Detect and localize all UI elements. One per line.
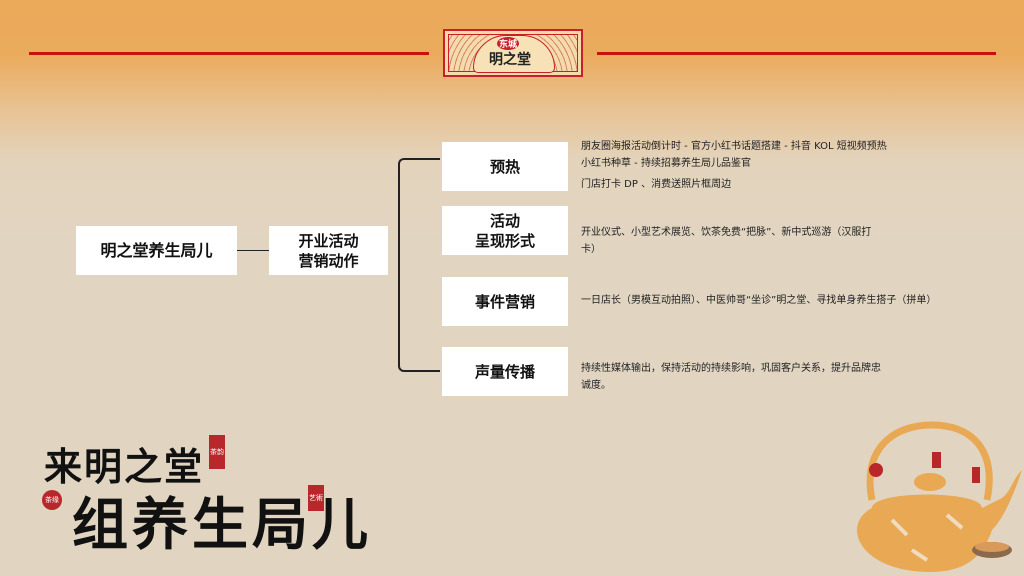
logo-subtitle: 东城 bbox=[497, 37, 520, 50]
branch-label-line1: 活动 bbox=[489, 211, 520, 230]
branch-desc-voice-spread: 持续性媒体输出，保持活动的持续影响，巩固客户关系，提升品牌忠 诚度。 bbox=[581, 360, 881, 394]
teapot-illustration bbox=[857, 421, 1022, 572]
desc-line: 持续性媒体输出，保持活动的持续影响，巩固客户关系，提升品牌忠 bbox=[581, 363, 881, 374]
root-node-label: 明之堂养生局儿 bbox=[100, 240, 213, 260]
desc-line: 开业仪式、小型艺术展览、饮茶免费“把脉”、新中式巡游（汉服打 bbox=[581, 227, 872, 238]
branch-desc-warmup: 朋友圈海报活动倒计时 - 官方小红书话题搭建 - 抖音 KOL 短视频预热 小红… bbox=[581, 138, 887, 193]
branch-bracket bbox=[398, 158, 440, 372]
branch-label: 预热 bbox=[489, 157, 520, 176]
desc-line: 朋友圈海报活动倒计时 - 官方小红书话题搭建 - 抖音 KOL 短视频预热 bbox=[581, 141, 887, 152]
middle-node-line1: 开业活动 bbox=[298, 231, 359, 250]
branch-label: 声量传播 bbox=[474, 362, 535, 381]
root-connector bbox=[237, 250, 269, 251]
seal-stamp-c: 茶缘 bbox=[42, 490, 62, 510]
branch-node-event-marketing: 事件营销 bbox=[442, 277, 568, 326]
branch-label: 事件营销 bbox=[474, 292, 535, 311]
logo-title: 明之堂 bbox=[489, 52, 531, 68]
seal-stamp-b: 艺術 bbox=[308, 485, 324, 511]
brand-logo: 东城 明之堂 bbox=[443, 29, 583, 77]
desc-line: 卡） bbox=[581, 244, 601, 255]
desc-line: 诚度。 bbox=[581, 380, 611, 391]
calligraphy-line2: 组养生局儿 bbox=[72, 492, 372, 558]
branch-node-voice-spread: 声量传播 bbox=[442, 347, 568, 396]
desc-line: 小红书种草 - 持续招募养生局儿品鉴官 bbox=[581, 158, 751, 169]
seal-stamp-a: 茶韵 bbox=[209, 435, 225, 469]
middle-node-line2: 营销动作 bbox=[298, 251, 359, 270]
branch-desc-event-marketing: 一日店长（男模互动拍照）、中医帅哥“坐诊”明之堂、寻找单身养生搭子（拼单） bbox=[581, 292, 936, 309]
root-node: 明之堂养生局儿 bbox=[76, 226, 237, 275]
branch-label-line2: 呈现形式 bbox=[474, 231, 535, 250]
header-rule-left bbox=[29, 52, 429, 55]
branch-node-activity-form: 活动 呈现形式 bbox=[442, 206, 568, 255]
header-rule-right bbox=[597, 52, 996, 55]
branch-desc-activity-form: 开业仪式、小型艺术展览、饮茶免费“把脉”、新中式巡游（汉服打 卡） bbox=[581, 224, 871, 258]
desc-line: 门店打卡 DP 、消费送照片框周边 bbox=[581, 179, 732, 190]
middle-node: 开业活动 营销动作 bbox=[269, 226, 388, 275]
branch-node-warmup: 预热 bbox=[442, 142, 568, 191]
calligraphy-line1: 来明之堂 bbox=[44, 444, 205, 489]
desc-line: 一日店长（男模互动拍照）、中医帅哥“坐诊”明之堂、寻找单身养生搭子（拼单） bbox=[581, 295, 937, 306]
